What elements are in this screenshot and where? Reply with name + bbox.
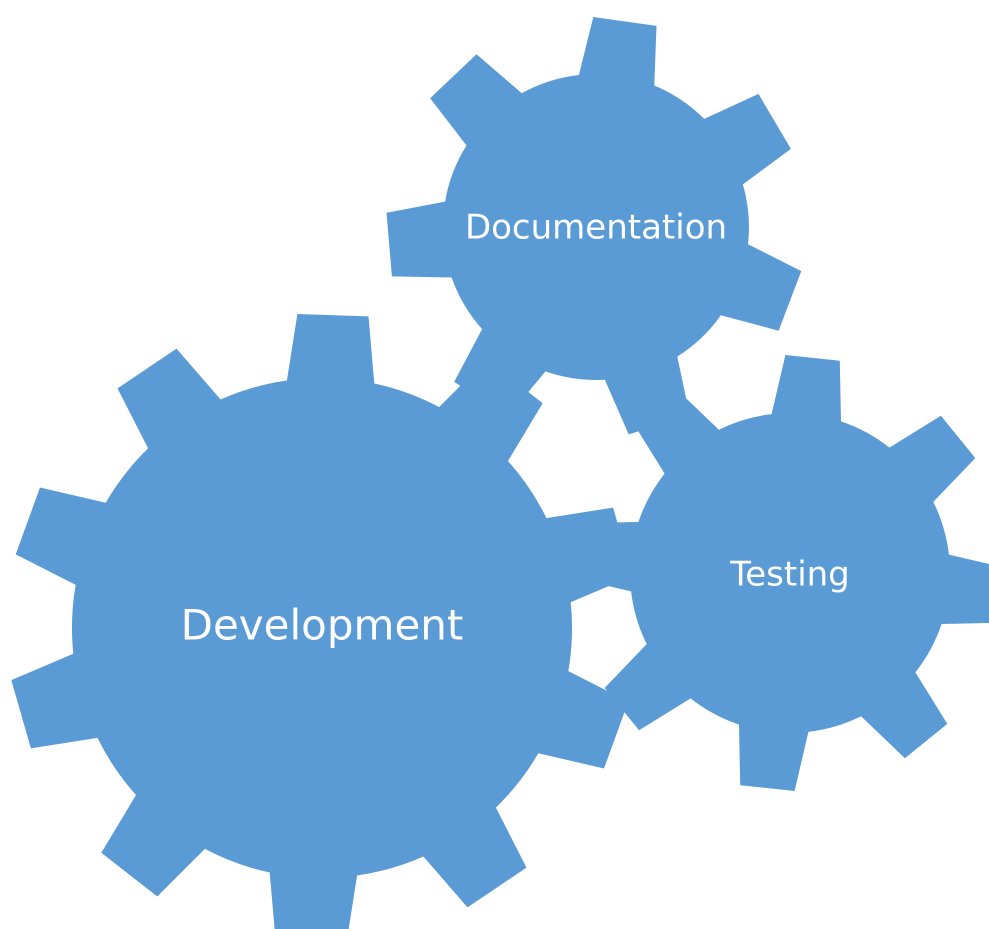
development-label: Development [181, 601, 464, 650]
gear-testing: Testing [572, 355, 989, 791]
documentation-gear-icon [386, 17, 802, 435]
gear-development: Development [11, 314, 633, 929]
testing-gear-icon [572, 355, 989, 791]
gear-documentation: Documentation [386, 17, 802, 435]
documentation-label: Documentation [465, 208, 727, 248]
development-gear-icon [11, 314, 633, 929]
testing-label: Testing [729, 555, 850, 595]
